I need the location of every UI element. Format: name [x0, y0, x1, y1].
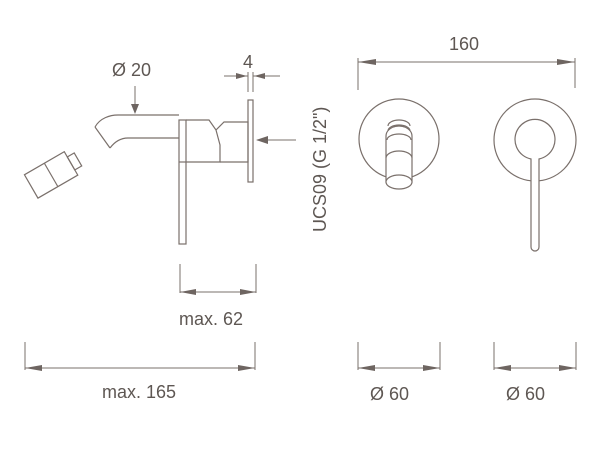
spray-head: [23, 150, 83, 199]
rosette-right-diameter-label: Ø 60: [506, 384, 545, 404]
arrow-left-icon: [25, 365, 42, 371]
wall-depth-label: max. 62: [179, 309, 243, 329]
mixer-body: [178, 99, 254, 245]
arrow-down-icon: [131, 104, 139, 114]
arrow-right-icon: [236, 73, 247, 79]
arrow-right-icon: [423, 365, 440, 371]
rosette-left-diameter-label: Ø 60: [370, 384, 409, 404]
spout-diameter-label: Ø 20: [112, 60, 151, 80]
plate-thickness-label: 4: [243, 52, 253, 72]
mixer-rosette: [493, 98, 577, 252]
arrow-right-icon: [238, 365, 255, 371]
spout-rosette: [358, 98, 440, 190]
arrow-left-icon: [358, 365, 375, 371]
arrow-right-icon: [240, 289, 256, 295]
side-view: Ø 20 4 UCS09 (G 1/2") max. 62 max. 165: [23, 52, 330, 402]
arrow-left-icon: [180, 289, 196, 295]
arrow-left-icon: [358, 59, 376, 65]
connection-label: UCS09 (G 1/2"): [310, 107, 330, 232]
total-projection-label: max. 165: [102, 382, 176, 402]
arrow-left-icon: [494, 365, 511, 371]
overall-width-label: 160: [449, 34, 479, 54]
arrow-right-icon: [557, 59, 575, 65]
spout-pipe: [94, 114, 179, 149]
arrow-left-icon: [254, 73, 265, 79]
arrow-left-icon: [256, 136, 268, 144]
front-views: 160 Ø 60 Ø: [357, 34, 577, 404]
arrow-right-icon: [559, 365, 576, 371]
